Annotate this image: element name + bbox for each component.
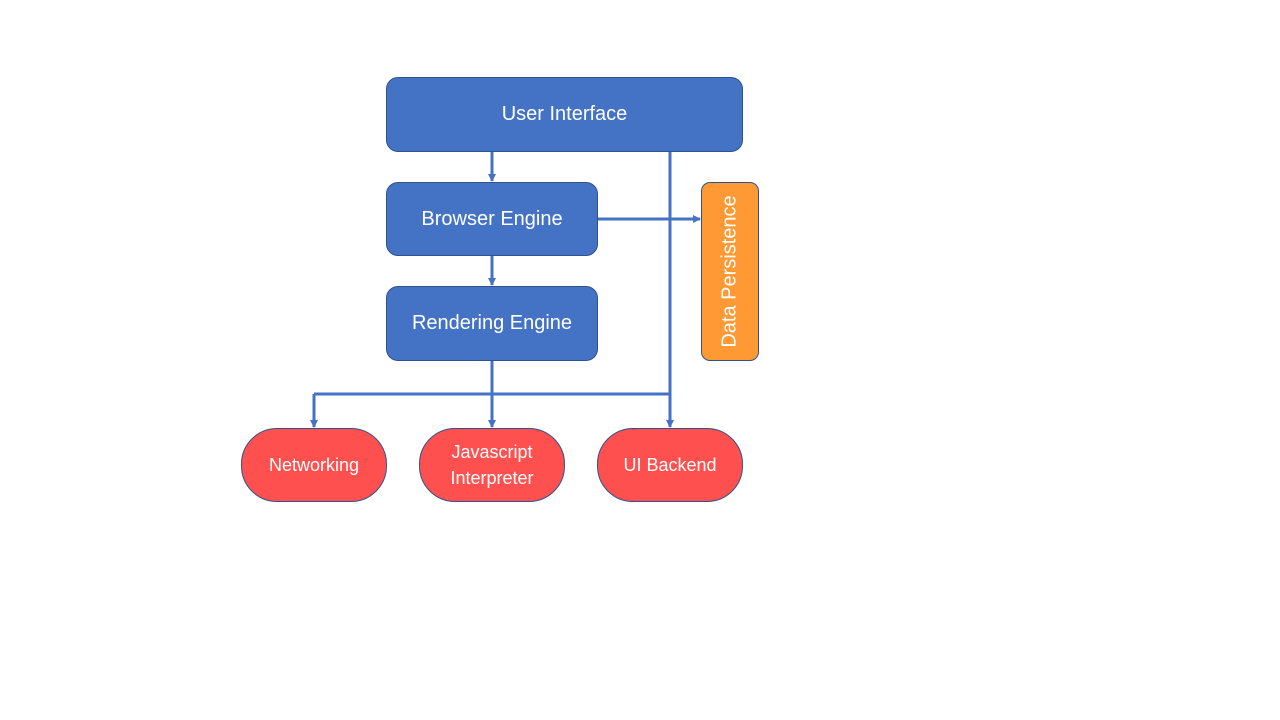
javascript-interpreter-label: Javascript Interpreter — [450, 442, 534, 488]
ui-backend-pill: UI Backend — [597, 428, 743, 502]
rendering-engine-label: Rendering Engine — [411, 312, 573, 334]
browser-engine-box: Browser Engine — [386, 182, 598, 256]
browser-engine-label: Browser Engine — [421, 207, 563, 230]
networking-label: Networking — [268, 455, 360, 475]
data-persistence-box: Data Persistence — [701, 182, 759, 361]
javascript-interpreter-pill: Javascript Interpreter — [419, 428, 565, 502]
user-interface-label: User Interface — [501, 103, 628, 125]
data-persistence-label: Data Persistence — [718, 195, 741, 348]
user-interface-box: User Interface — [386, 77, 743, 152]
networking-pill: Networking — [241, 428, 387, 502]
rendering-engine-box: Rendering Engine — [386, 286, 598, 361]
ui-backend-label: UI Backend — [623, 455, 717, 475]
